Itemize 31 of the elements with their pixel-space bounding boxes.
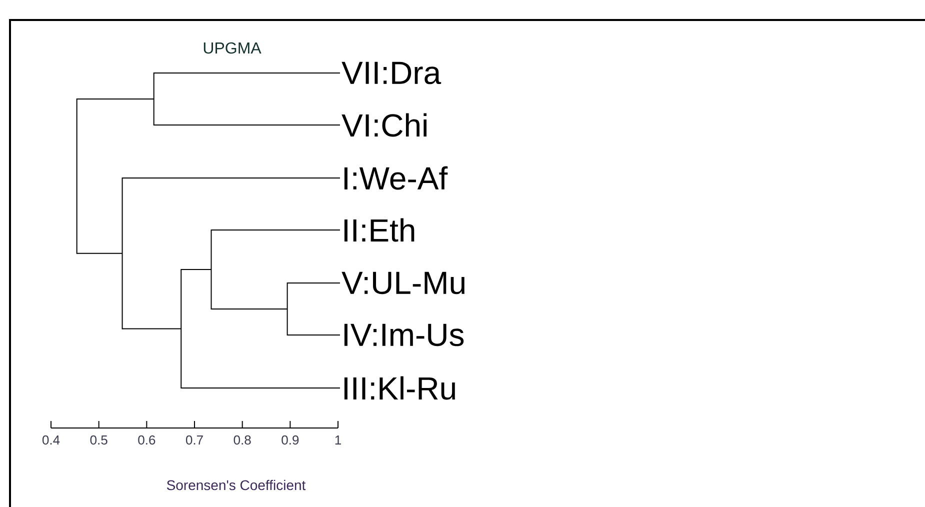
leaf-label: I:We-Af xyxy=(344,166,448,190)
junction-line xyxy=(210,230,212,310)
branch-line xyxy=(153,124,340,126)
tick-label: 0.6 xyxy=(138,435,156,445)
junction-line xyxy=(286,282,288,336)
branch-line xyxy=(76,252,123,254)
branch-line xyxy=(210,308,288,310)
leaf-label: IV:Im-Us xyxy=(344,324,464,346)
branch-line xyxy=(153,72,340,74)
leaf-label: VII:Dra xyxy=(342,62,442,84)
branch-line xyxy=(180,269,212,270)
leaf-label: III:Kl-Ru xyxy=(344,376,455,400)
branch-line xyxy=(76,98,154,100)
leaf-label: V:UL-Mu xyxy=(342,272,464,294)
tick-label: 1 xyxy=(335,436,341,444)
tick-label: 0.9 xyxy=(282,435,299,445)
tick-label: 0.7 xyxy=(186,435,203,445)
branch-line xyxy=(122,328,182,330)
leaf-label: VI:Chi xyxy=(342,113,426,137)
junction-line xyxy=(153,72,154,126)
leaf-label: II:Eth xyxy=(344,218,414,242)
branch-line xyxy=(286,282,340,284)
chart-title: UPGMA xyxy=(204,42,262,54)
junction-line xyxy=(76,98,78,254)
axis-title: Sorensen's Coefficient xyxy=(166,480,306,490)
junction-line xyxy=(180,269,182,388)
junction-line xyxy=(122,178,123,330)
branch-line xyxy=(286,334,340,336)
tick-label: 0.8 xyxy=(234,435,251,445)
tick-label: 0.4 xyxy=(42,435,60,445)
tick-label: 0.5 xyxy=(90,435,108,445)
